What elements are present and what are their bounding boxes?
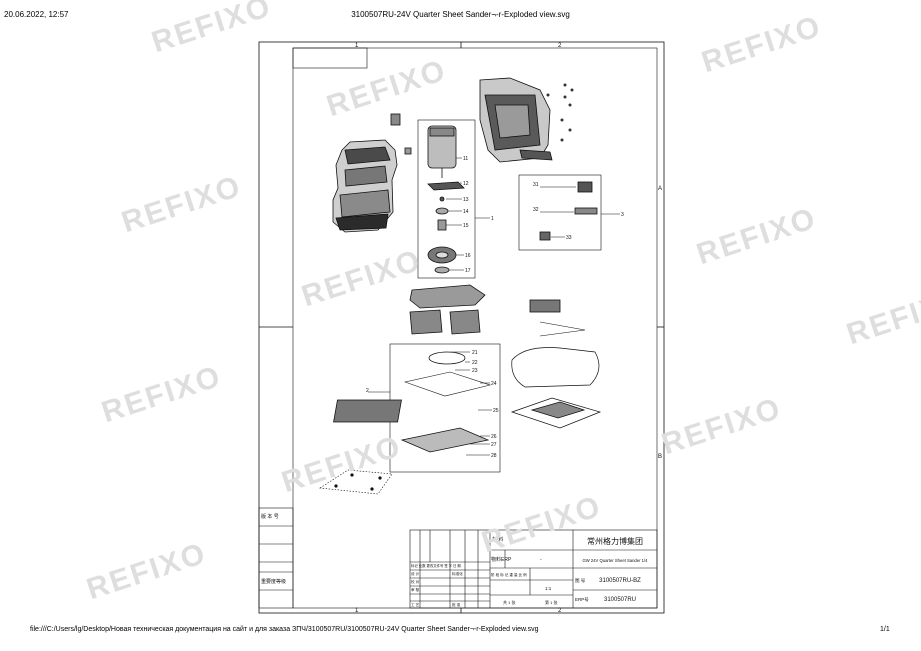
- approve-label: 批 准: [452, 602, 461, 607]
- group-3-box: [518, 174, 602, 251]
- callout-14: 14: [463, 209, 469, 215]
- callout-27: 27: [491, 442, 497, 448]
- review-label: 审 核: [411, 587, 420, 592]
- process-label: 工 艺: [411, 602, 420, 607]
- print-file-path: file:///C:/Users/lg/Desktop/Новая технич…: [30, 626, 539, 633]
- group-2-box: [389, 343, 501, 473]
- col-label-1-bottom: 1: [355, 608, 359, 614]
- group-1-leader-lines: [446, 157, 490, 271]
- housing-right-half: [479, 77, 574, 163]
- drawing-no-label: 图 号: [575, 578, 586, 584]
- left-stamp-table: [258, 507, 294, 609]
- callout-22: 22: [472, 360, 478, 366]
- callout-32: 32: [533, 207, 539, 213]
- housing-left-half: [332, 113, 412, 233]
- callout-17: 17: [465, 268, 471, 274]
- sheet-total: 共 1 张: [503, 599, 515, 605]
- callout-13: 13: [463, 197, 469, 203]
- print-page-number: 1/1: [880, 626, 890, 633]
- product-description: GW 24V Quarter Sheet Sander 1/4: [583, 558, 649, 563]
- erp-material-value: -: [540, 557, 542, 563]
- fan-shroud: [409, 284, 486, 309]
- importance-label: 重要度等级: [261, 578, 286, 585]
- col-label-2: 2: [558, 43, 562, 49]
- callout-2: 2: [366, 388, 369, 394]
- battery-contact: [529, 299, 586, 337]
- row-label-a: A: [658, 186, 662, 192]
- callout-15: 15: [463, 223, 469, 229]
- erp-material-label: 物料ERP: [491, 556, 512, 563]
- drawing-no: 3100507RU-BZ: [599, 578, 641, 584]
- switch-assembly: [539, 181, 598, 241]
- clamp-plate: [510, 397, 602, 429]
- drawing-frame-outer: [258, 41, 665, 614]
- stage-mark-label: 阶 段 标 记 重 量 比 例: [491, 572, 527, 577]
- callout-23: 23: [472, 368, 478, 374]
- callout-21: 21: [472, 350, 478, 356]
- base-assembly: [333, 351, 492, 453]
- callout-12: 12: [463, 181, 469, 187]
- callout-26: 26: [491, 434, 497, 440]
- callout-24: 24: [491, 381, 497, 387]
- scale-value: 1:1: [545, 586, 552, 591]
- erp-no: 3100507RU: [604, 597, 636, 603]
- callout-1: 1: [491, 216, 494, 222]
- callout-11: 11: [463, 156, 468, 162]
- col-label-2-bottom: 2: [558, 608, 562, 614]
- company-name: 常州格力博集团: [587, 536, 643, 546]
- group-1-box: [417, 119, 476, 279]
- check-label: 校 对: [411, 579, 420, 584]
- version-no-label: 版 本 号: [261, 513, 279, 520]
- dust-bag: [511, 347, 600, 388]
- material-label: 材 料: [492, 536, 503, 543]
- design-label: 设 计: [411, 571, 420, 576]
- print-title: 3100507RU-24V Quarter Sheet Sander¬-r-Ex…: [351, 10, 570, 19]
- clamp-left: [409, 309, 443, 335]
- callout-33: 33: [566, 235, 572, 241]
- callout-28: 28: [491, 453, 497, 459]
- sheet-no: 第 1 张: [545, 599, 557, 605]
- clamp-right: [449, 309, 481, 335]
- title-block: [409, 529, 658, 609]
- motor: [427, 125, 465, 274]
- callout-3: 3: [621, 212, 624, 218]
- erp-no-label: ERP号: [575, 597, 589, 603]
- corner-box: [292, 47, 368, 69]
- row-label-b: B: [658, 454, 662, 460]
- standard-label: 标准化: [452, 571, 463, 576]
- sanding-sheet: [319, 469, 393, 495]
- callout-31: 31: [533, 182, 539, 188]
- print-datetime: 20.06.2022, 12:57: [4, 10, 69, 19]
- callout-25: 25: [493, 408, 499, 414]
- callout-16: 16: [465, 253, 471, 259]
- col-label-1: 1: [355, 43, 359, 49]
- revision-headers: 标记 处数 更改文件号 签 字 日 期: [411, 563, 461, 568]
